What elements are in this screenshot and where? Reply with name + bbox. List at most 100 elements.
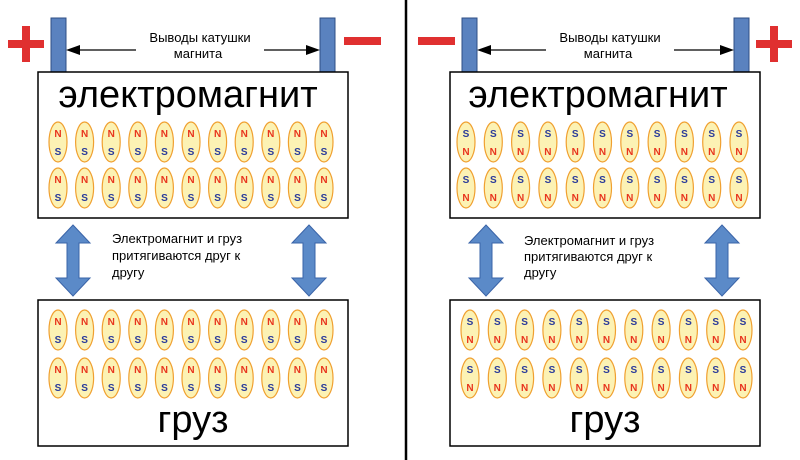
domain-bottom-pole: S	[108, 383, 115, 394]
minus-sign	[418, 37, 455, 45]
domain-top-pole: S	[517, 175, 524, 186]
domain-ellipse	[514, 309, 535, 351]
domain-top-pole: S	[712, 365, 719, 376]
domain-top-pole: S	[467, 317, 474, 328]
domain-bottom-pole: S	[81, 193, 88, 204]
domain-ellipse	[647, 167, 667, 209]
magnetic-domain: NS	[128, 167, 148, 209]
domain-top-pole: N	[54, 317, 61, 328]
domain-top-pole: S	[599, 175, 606, 186]
load-label: груз	[158, 399, 229, 441]
terminal-left	[461, 17, 478, 73]
domain-bottom-pole: S	[214, 193, 221, 204]
domain-bottom-pole: N	[603, 383, 610, 394]
magnetic-domain: NS	[287, 167, 307, 209]
domain-top-pole: S	[490, 175, 497, 186]
domain-top-pole: N	[134, 365, 141, 376]
domain-bottom-pole: N	[603, 335, 610, 346]
domain-ellipse	[510, 167, 531, 209]
attraction-arrow-right	[290, 224, 328, 297]
domain-ellipse	[128, 357, 148, 399]
domain-bottom-pole: S	[188, 193, 195, 204]
domain-bottom-pole: N	[544, 193, 551, 204]
magnetic-domain: SN	[647, 167, 667, 209]
domain-ellipse	[234, 309, 254, 351]
magnetic-domain: NS	[154, 121, 174, 163]
magnetic-domain: NS	[101, 309, 121, 351]
domain-top-pole: S	[630, 365, 637, 376]
domain-ellipse	[620, 121, 640, 163]
domain-ellipse	[74, 357, 95, 399]
domain-bottom-pole: S	[214, 335, 221, 346]
domain-top-pole: S	[626, 129, 633, 140]
domain-bottom-pole: N	[626, 147, 633, 158]
domain-top-pole: N	[161, 175, 168, 186]
magnetic-domain: NS	[234, 121, 254, 163]
magnetic-domain: NS	[154, 357, 174, 399]
domain-top-pole: N	[294, 175, 301, 186]
domain-bottom-pole: N	[681, 193, 688, 204]
domain-bottom-pole: S	[161, 335, 168, 346]
domain-bottom-pole: S	[81, 383, 88, 394]
domain-top-pole: S	[599, 129, 606, 140]
load-domains: SNSNSNSNSNSNSNSNSNSNSNSNSNSNSNSNSNSNSNSN…	[460, 309, 753, 399]
domain-top-pole: S	[467, 365, 474, 376]
domain-ellipse	[101, 357, 121, 399]
domain-bottom-pole: S	[294, 193, 301, 204]
domain-top-pole: S	[681, 129, 688, 140]
domain-ellipse	[651, 309, 671, 351]
domain-bottom-pole: N	[599, 147, 606, 158]
domain-bottom-pole: S	[161, 147, 168, 158]
domain-bottom-pole: N	[657, 383, 664, 394]
magnetic-domain: NS	[74, 309, 95, 351]
domain-bottom-pole: S	[134, 147, 141, 158]
domain-bottom-pole: S	[321, 383, 328, 394]
attraction-arrow-left	[54, 224, 92, 297]
magnetic-domain: SN	[674, 121, 695, 163]
domain-ellipse	[261, 309, 281, 351]
magnetic-domain: SN	[456, 121, 476, 163]
domain-top-pole: S	[740, 365, 747, 376]
magnetic-domain: SN	[538, 121, 558, 163]
domain-bottom-pole: S	[188, 147, 195, 158]
domain-bottom-pole: S	[241, 335, 248, 346]
domain-ellipse	[287, 357, 307, 399]
domain-top-pole: S	[681, 175, 688, 186]
terminal-caption-line1: Выводы катушки	[149, 30, 250, 45]
domain-top-pole: S	[549, 317, 556, 328]
magnetic-domain: NS	[128, 309, 148, 351]
domain-ellipse	[542, 309, 562, 351]
magnetic-domain: SN	[592, 121, 613, 163]
domain-ellipse	[287, 121, 307, 163]
magnetic-domain: NS	[208, 167, 228, 209]
panel-left: Выводы катушки магнита электромагнит NSN…	[8, 17, 381, 447]
domain-top-pole: S	[576, 317, 583, 328]
domain-top-pole: S	[603, 365, 610, 376]
domain-ellipse	[483, 167, 503, 209]
domain-top-pole: N	[161, 317, 168, 328]
domain-top-pole: N	[187, 175, 194, 186]
electromagnet-label: электромагнит	[58, 74, 317, 116]
magnetic-domain: SN	[624, 357, 644, 399]
minus-sign	[344, 37, 381, 45]
magnetic-domain: NS	[154, 309, 174, 351]
magnetic-domain: NS	[48, 121, 68, 163]
domain-ellipse	[565, 121, 585, 163]
magnetic-domain: NS	[128, 121, 148, 163]
domain-ellipse	[569, 309, 589, 351]
attraction-caption-line2: притягиваются друг к	[524, 249, 652, 264]
domain-ellipse	[48, 309, 68, 351]
domain-top-pole: S	[521, 365, 528, 376]
magnetic-domain: SN	[483, 167, 503, 209]
domain-bottom-pole: S	[214, 383, 221, 394]
domain-ellipse	[542, 357, 562, 399]
domain-bottom-pole: N	[517, 193, 524, 204]
magnetic-domain: NS	[287, 121, 307, 163]
magnetic-domain: NS	[101, 167, 121, 209]
domain-bottom-pole: N	[653, 147, 660, 158]
domain-top-pole: N	[241, 365, 248, 376]
plus-sign	[8, 26, 44, 62]
attraction-caption-line3: другу	[112, 265, 145, 280]
domain-ellipse	[208, 309, 228, 351]
domain-top-pole: N	[241, 175, 248, 186]
